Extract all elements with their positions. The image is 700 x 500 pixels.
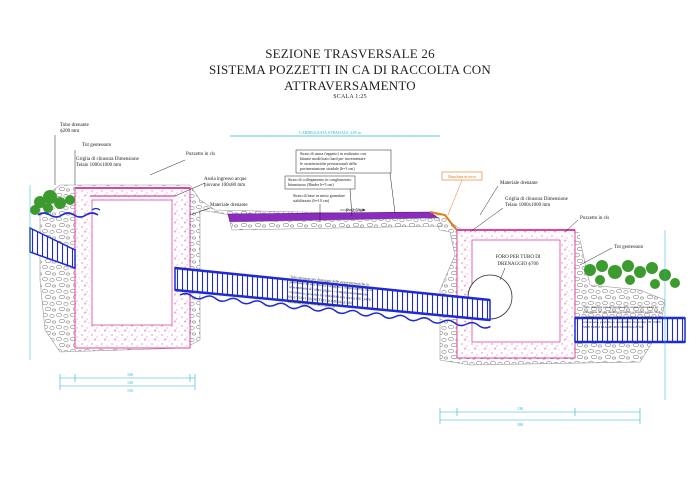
label-collegamento-2: bituminoso (Binder h=5 cm) [288, 182, 334, 187]
label-asola-1: Asola ingresso acque [204, 177, 247, 182]
right-pipe-text-1: Tubo drenante per drenaggio delle acque … [583, 305, 658, 309]
label-griglia-right-1: Griglia di chiusura Dimensione [505, 197, 569, 202]
label-griglia-left-1: Griglia di chiusura Dimensione [76, 157, 140, 162]
label-usura-2: bitume modificato hard per incrementare [300, 156, 366, 161]
main-crossing-pipe [174, 266, 491, 329]
label-pozzetto-left: Pozzetto in cls [186, 152, 215, 157]
bottom-dimensions-left [59, 374, 196, 390]
right-manhole [456, 229, 576, 359]
pipe-text-1: Tubo drenante per drenaggio delle acque … [290, 275, 369, 287]
label-materiale-left: Materiale drenante [210, 203, 248, 208]
label-collegamento-1: Strato di collegamento in conglomerato [288, 177, 351, 182]
label-pendenza: P=2,5% [346, 209, 362, 214]
label-foro-2: DRENAGGIO ϕ700 [497, 262, 539, 267]
label-pozzetto-right: Pozzetto in cls [580, 216, 609, 221]
left-manhole [74, 187, 191, 349]
label-materiale-right: Materiale drenante [500, 181, 538, 186]
label-asola-2: piovane 100x80 mm [204, 183, 245, 188]
dim-left-top: 100 [127, 372, 133, 377]
dim-right-w2: 180 [517, 422, 523, 427]
grass-right [584, 260, 680, 289]
right-outlet-pipe [574, 316, 686, 344]
dim-right-w1: 130 [517, 406, 523, 411]
label-foro-1: FORO PER TUBO DI [495, 255, 540, 260]
top-dimension-text: CARREGGIATA STRADALE 4,85 m [299, 130, 362, 136]
label-orange: Banchina in terra [448, 174, 476, 179]
label-usura-4: pavimentazione stradale (h=3 cm) [300, 166, 355, 171]
scale-label: SCALA 1:25 [333, 94, 367, 100]
grass-left [30, 190, 75, 215]
right-pipe-text-5: SN 8 TUBO DIAMETRO NOMINALE 500 [583, 325, 644, 329]
side-dimension-ticks [29, 185, 666, 400]
right-pipe-text-3: internamente di colore grigio e corrugat… [583, 315, 661, 319]
label-tnt-left: Tnt geotessuto [82, 143, 112, 148]
title-line-1: SEZIONE TRASVERSALE 26 [265, 46, 435, 61]
label-base-1: Strato di base in misto granulare [293, 193, 345, 198]
dim-left-w2: 150 [127, 388, 133, 393]
label-tnt-right: Tnt geotessuto [614, 245, 644, 250]
right-pipe-text-4: colore nero, prodotto in conformità alla… [583, 320, 661, 325]
bottom-dimensions-right [439, 408, 641, 424]
label-usura-1: Strato di usura (tappeto) in realizzato … [300, 151, 366, 156]
label-griglia-left-2: Telaio 1000x1000 mm [76, 163, 121, 168]
title-line-2: SISTEMA POZZETTI IN CA DI RACCOLTA CON [209, 62, 491, 77]
label-usura-3: le caratteristiche prestazionali della [300, 161, 357, 166]
pipe-text-6: LUNGHEZZA TOTALE 929 cm [287, 300, 335, 309]
label-base-2: stabilizzato (h=10 cm) [293, 198, 330, 203]
label-tubo-drenante-2: ϕ200 mm [60, 129, 79, 134]
title-line-3: ATTRAVERSAMENTO [284, 78, 416, 93]
road-binder [229, 217, 443, 231]
right-pipe-text-2: polietilene ad alta densità corrugato a … [583, 310, 662, 315]
pipe-text-5: SN 8 TUBO DIAMETRO NOMINALE 630 [288, 295, 352, 305]
label-tubo-drenante-1: Tubo drenante [60, 123, 90, 128]
dim-left-w1: 130 [127, 380, 133, 385]
orange-leader [447, 179, 463, 216]
label-griglia-right-2: Telaio 1000x1000 mm [505, 203, 550, 208]
